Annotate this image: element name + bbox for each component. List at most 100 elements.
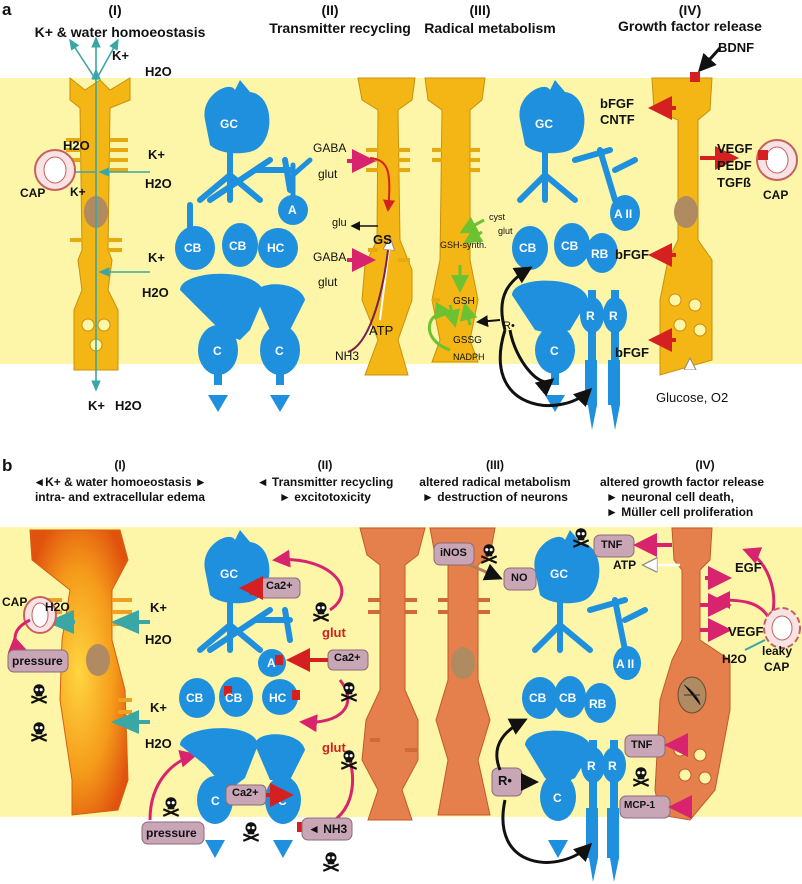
k-label-b2: K+ bbox=[150, 700, 167, 715]
radical-damage-arrows-a bbox=[498, 266, 593, 408]
panel-b-ii-line2: ► excitotoxicity bbox=[279, 490, 371, 504]
cell-cb-b3: CB bbox=[529, 691, 547, 705]
pressure-box-1 bbox=[7, 649, 69, 673]
glucose-label-a: Glucose, O2 bbox=[656, 390, 729, 405]
cyst-label-a: cyst bbox=[489, 212, 506, 222]
cap-label-b: CAP bbox=[2, 595, 28, 609]
k-label-a3: K+ bbox=[70, 185, 86, 199]
capillary-a bbox=[34, 149, 76, 191]
h2o-label-b4: H2O bbox=[722, 652, 747, 666]
muller-cell-i-a bbox=[66, 76, 131, 371]
panel-b-iii-num: (III) bbox=[486, 458, 504, 472]
muller-cell-ii-b bbox=[359, 527, 426, 821]
panel-a-i-title: K+ & water homoeostasis bbox=[34, 24, 206, 40]
mcp-label-b: MCP-1 bbox=[624, 800, 656, 811]
radical-arrows-a bbox=[427, 216, 485, 352]
bfgf-label-a3: bFGF bbox=[615, 345, 649, 360]
tnf-label-b1: TNF bbox=[601, 539, 623, 551]
panel-b-label: b bbox=[2, 456, 13, 475]
cap-label-a: CAP bbox=[20, 186, 45, 200]
h2o-label-b2: H2O bbox=[145, 632, 172, 647]
leaky-label-b: leaky bbox=[762, 644, 793, 658]
nh3-label-b: ◄ NH3 bbox=[308, 822, 348, 836]
panel-a-iv-num: (IV) bbox=[678, 2, 702, 18]
h2o-label-a3: H2O bbox=[145, 176, 172, 191]
pressure-arrow-b2 bbox=[148, 749, 198, 821]
bdnf-label-a: BDNF bbox=[718, 40, 755, 55]
panel-b-iv-line2: ► neuronal cell death, bbox=[606, 490, 734, 504]
panel-b-iii-line2: ► destruction of neurons bbox=[422, 490, 568, 504]
bfgf-label-a1: bFGF bbox=[600, 96, 634, 111]
cell-cb-a1: CB bbox=[184, 241, 202, 255]
muller-cell-iv-b bbox=[654, 527, 731, 821]
glut-label-a3: glut bbox=[498, 226, 513, 236]
growth-factor-arrows-a bbox=[648, 46, 739, 385]
cell-r-a1: R bbox=[586, 309, 595, 323]
cell-cb-a4: CB bbox=[561, 239, 579, 253]
glut-label-a2: glut bbox=[318, 275, 338, 289]
leaky-cap-label-b: CAP bbox=[764, 660, 790, 674]
k-label-a1: K+ bbox=[112, 48, 129, 63]
neuron-column-2-b bbox=[522, 530, 648, 882]
pressure-label-b2: pressure bbox=[146, 826, 197, 840]
gsh-synth-label-a: GSH-synth. bbox=[440, 240, 487, 250]
panel-b-ii-num: (II) bbox=[317, 458, 333, 472]
pressure-arrow-b1 bbox=[7, 618, 31, 653]
pressure-box-2 bbox=[141, 821, 205, 845]
cell-r-b1: R bbox=[587, 759, 596, 773]
cell-a-b1: A bbox=[267, 656, 276, 670]
panel-b-i-line1: ◄K+ & water homoeostasis ► bbox=[33, 475, 207, 489]
nadph-label-a: NADPH bbox=[453, 352, 485, 362]
tnf-label-b2: TNF bbox=[631, 739, 653, 751]
gs-label-a: GS bbox=[373, 232, 392, 247]
cell-aii-a: A II bbox=[614, 207, 632, 221]
panel-a-iv-title: Growth factor release bbox=[618, 18, 762, 34]
capillary-b bbox=[23, 596, 57, 634]
cell-gc-a1: GC bbox=[220, 117, 238, 131]
atp-label-b: ATP bbox=[613, 558, 637, 572]
capillary-a-iv bbox=[756, 139, 798, 181]
radical-label-b: R• bbox=[498, 773, 512, 788]
panel-b-i-num: (I) bbox=[114, 458, 126, 472]
cell-cb-a3: CB bbox=[519, 241, 537, 255]
muller-cell-iii-a bbox=[424, 77, 486, 363]
egf-label-b: EGF bbox=[735, 560, 762, 575]
excitotoxicity-b bbox=[225, 549, 369, 841]
transmitter-arrows-a bbox=[347, 149, 390, 353]
glu-label-a: glu bbox=[332, 217, 347, 229]
cell-hc-b1: HC bbox=[269, 691, 287, 705]
gaba-label-a2: GABA bbox=[313, 250, 347, 264]
glut-label-b1: glut bbox=[322, 625, 346, 640]
cntf-label-a: CNTF bbox=[600, 112, 635, 127]
cell-rb-a: RB bbox=[591, 247, 609, 261]
cell-hc-a1: HC bbox=[267, 241, 285, 255]
glut-label-a1: glut bbox=[318, 167, 338, 181]
panel-a-iii-title: Radical metabolism bbox=[424, 20, 556, 36]
vegf-label-b: VEGF bbox=[728, 624, 764, 639]
panel-b-iv-num: (IV) bbox=[695, 458, 715, 472]
atp-label-a: ATP bbox=[369, 323, 394, 338]
h2o-label-a2: H2O bbox=[63, 138, 90, 153]
no-box bbox=[503, 567, 537, 591]
cap-label-a-iv: CAP bbox=[763, 188, 789, 202]
cell-cb-b4: CB bbox=[559, 691, 577, 705]
panel-b-iv-line3: ► Müller cell proliferation bbox=[606, 505, 754, 519]
nh3-label-a: NH3 bbox=[335, 349, 360, 363]
vegf-label-a: VEGF bbox=[717, 141, 753, 156]
cell-c-a1: C bbox=[213, 344, 222, 358]
inos-label-b: iNOS bbox=[440, 547, 467, 559]
panel-a-ii-title: Transmitter recycling bbox=[269, 20, 411, 36]
h2o-label-b3: H2O bbox=[145, 736, 172, 751]
no-label-b: NO bbox=[511, 572, 528, 584]
neuron-column-2-a bbox=[512, 80, 640, 430]
cell-aii-b: A II bbox=[616, 657, 634, 671]
cell-c-b3: C bbox=[553, 791, 562, 805]
k-label-a4: K+ bbox=[148, 250, 165, 265]
panel-b-iv-line1: altered growth factor release bbox=[600, 475, 765, 489]
ca-label-b1: Ca2+ bbox=[266, 580, 293, 592]
h2o-label-a5: H2O bbox=[115, 398, 142, 413]
inos-box bbox=[433, 542, 475, 566]
panel-a-ii-num: (II) bbox=[321, 2, 339, 18]
cell-rb-b: RB bbox=[589, 697, 607, 711]
